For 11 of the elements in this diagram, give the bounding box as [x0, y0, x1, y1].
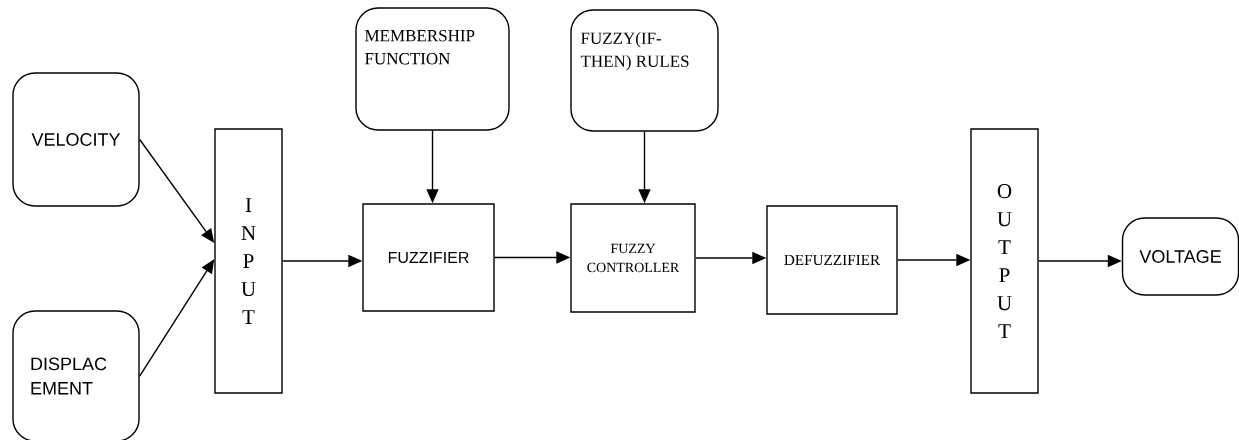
input-box: VELOCITY — [12, 72, 140, 207]
stage-bar: O U T P U T — [970, 128, 1039, 394]
process-box: FUZZY CONTROLLER — [570, 203, 696, 313]
source-box: FUZZY(IF- THEN) RULES — [570, 9, 719, 132]
output-box: VOLTAGE — [1121, 217, 1239, 296]
source-box: MEMBERSHIP FUNCTION — [355, 7, 510, 131]
process-box: FUZZIFIER — [362, 203, 495, 312]
process-box: DEFUZZIFIER — [766, 205, 898, 315]
arrow — [139, 259, 215, 377]
input-box: DISPLAC EMENT — [12, 310, 140, 440]
stage-bar: I N P U T — [214, 128, 283, 394]
